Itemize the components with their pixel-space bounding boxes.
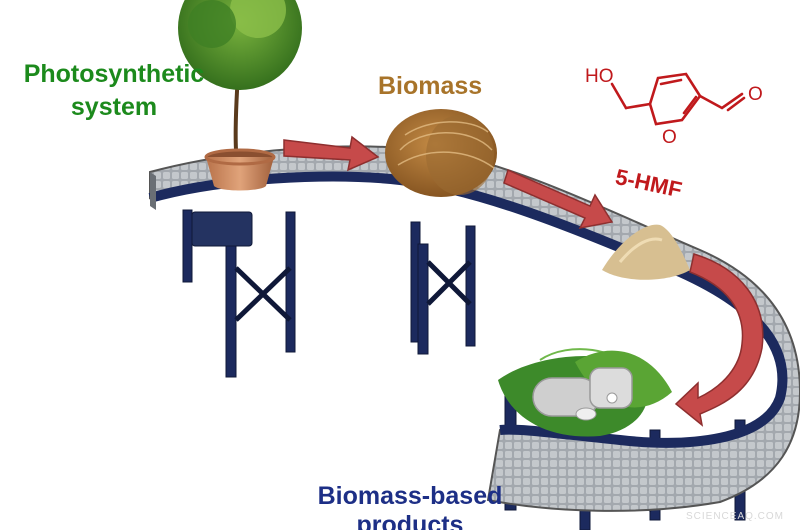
- hay-bale-icon: [385, 109, 497, 197]
- biomass-based-products-label: Biomass-based products: [300, 484, 520, 530]
- products-line-1: Biomass-based: [317, 482, 503, 510]
- aldehyde-oxygen-label: O: [748, 84, 763, 105]
- hmf-molecule-labels: HO O O: [585, 66, 763, 148]
- hmf-powder-pile: [602, 224, 690, 280]
- photosynthetic-system-label: Photosynthetic system: [8, 62, 220, 120]
- arrow-tree-to-biomass: [283, 135, 380, 172]
- belt-front-cap: [150, 172, 156, 210]
- flower-pot-icon: [204, 148, 276, 191]
- arrow-hmf-to-products: [674, 253, 764, 427]
- products-line-2: products: [356, 511, 464, 530]
- products-illustration: [498, 348, 672, 437]
- belt-edge: [148, 171, 788, 448]
- hmf-molecule-structure: [610, 72, 746, 126]
- tree-illustration: [178, 0, 302, 151]
- photosynthetic-line-2: system: [70, 93, 158, 121]
- process-arrows: [283, 135, 764, 427]
- photosynthetic-line-1: Photosynthetic: [23, 60, 205, 88]
- watermark: SCIENCEAQ.COM: [685, 511, 784, 522]
- hydroxyl-label: HO: [585, 66, 614, 87]
- biomass-label: Biomass: [378, 72, 483, 100]
- arrow-biomass-to-hmf: [503, 168, 614, 230]
- ring-oxygen-label: O: [662, 127, 677, 148]
